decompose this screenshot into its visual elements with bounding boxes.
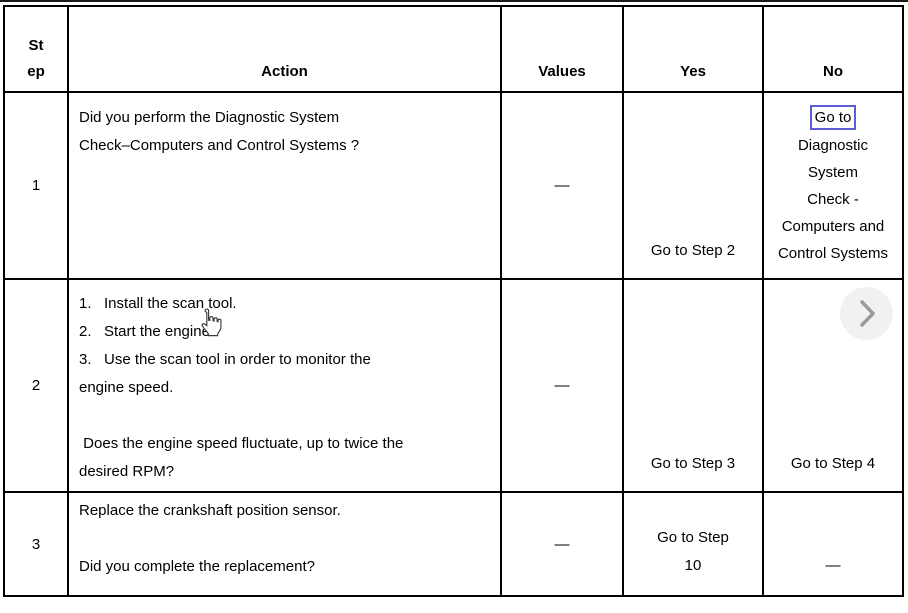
col-header-values: Values [502,7,624,93]
action-line: 1. Install the scan tool. [79,295,237,312]
step-2-values-cell: — [502,280,624,493]
action-line: Does the engine speed fluctuate, up to t… [79,435,404,452]
no-link-line: Check - [807,191,859,208]
next-arrow-button[interactable] [840,287,893,340]
action-line: Did you perform the Diagnostic System [79,109,340,126]
yes-link-line: 10 [684,557,702,574]
header-step-line2: ep [27,63,45,80]
go-to-step-2-link[interactable]: Go to Step 2 [650,242,736,259]
go-to-focused-link[interactable]: Go to [809,105,857,130]
no-link-line: System [807,164,858,181]
action-line: 3. Use the scan tool in order to monitor… [79,351,371,368]
action-line: desired RPM? [79,463,175,480]
step-1-yes-cell: Go to Step 2 [624,93,764,280]
step-3-cell: 3 [5,493,69,595]
step-2-no-cell: Go to Step 4 [764,280,902,493]
no-dash: — [825,557,841,574]
col-header-no: No [764,7,902,93]
action-line: Check–Computers and Control Systems ? [79,137,360,154]
step-1-cell: 1 [5,93,69,280]
step-1-action-cell: Did you perform the Diagnostic System Ch… [69,93,502,280]
diagnostic-table: St ep Action Values Yes No 1 Did you per… [3,5,904,597]
no-link-line: Diagnostic [797,137,869,154]
action-line: engine speed. [79,379,174,396]
step-2-action-cell: 1. Install the scan tool. 2. Start the e… [69,280,502,493]
col-header-no-label: No [823,63,843,80]
col-header-action: Action [69,7,502,93]
col-header-step-text: St ep [27,33,45,85]
go-to-step-4-link[interactable]: Go to Step 4 [790,455,876,472]
no-link-line: Control Systems [777,245,889,262]
header-step-line1: St [28,37,44,54]
values-dash: — [554,377,570,394]
step-1-number: 1 [31,177,41,194]
step-1-no-cell go-to-diagnostic-link[interactable]: Go to Diagnostic System Check - Computer… [764,93,902,280]
action-line: Did you complete the replacement? [79,558,315,575]
col-header-yes: Yes [624,7,764,93]
col-header-values-label: Values [538,63,586,80]
col-header-yes-label: Yes [680,63,706,80]
step-2-number: 2 [31,377,41,394]
col-header-step: St ep [5,7,69,93]
chevron-right-icon [860,300,875,327]
action-line: 2. Start the engine. [79,323,215,340]
values-dash: — [554,177,570,194]
step-3-no-cell: — [764,493,902,595]
top-edge-line [0,0,908,2]
no-link-line: Computers and [781,218,885,235]
go-to-step-3-link[interactable]: Go to Step 3 [650,455,736,472]
step-3-yes-cell go-to-step-10-link[interactable]: Go to Step 10 [624,493,764,595]
step-1-values-cell: — [502,93,624,280]
action-line: Replace the crankshaft position sensor. [79,502,341,519]
step-3-number: 3 [31,535,41,553]
step-2-cell: 2 [5,280,69,493]
col-header-action-label: Action [261,63,308,80]
step-3-values-cell: — [502,493,624,595]
step-2-yes-cell: Go to Step 3 [624,280,764,493]
step-3-action-cell: Replace the crankshaft position sensor. … [69,493,502,595]
yes-link-line: Go to Step [657,529,729,546]
values-dash: — [554,535,570,553]
